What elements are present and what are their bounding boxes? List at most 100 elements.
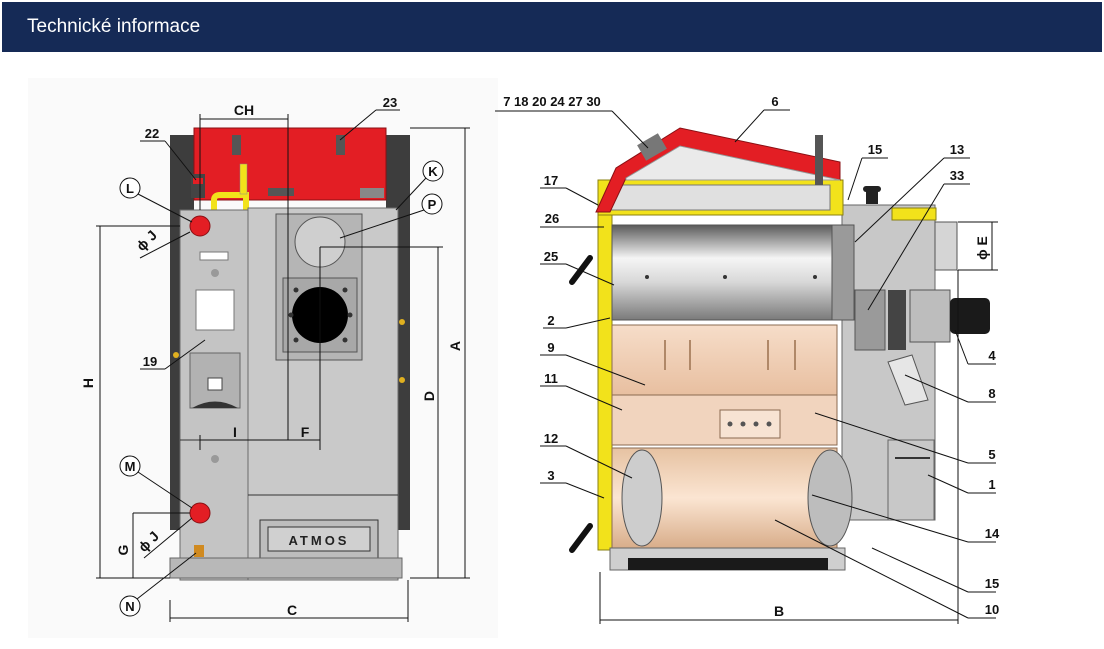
front-connection-bottom	[189, 502, 211, 524]
svg-text:14: 14	[985, 526, 1000, 541]
svg-text:2: 2	[547, 313, 554, 328]
top-knob	[268, 188, 294, 196]
dim-c: C	[287, 602, 297, 618]
svg-text:4: 4	[988, 348, 996, 363]
callout-22: 22	[140, 126, 197, 181]
screw-lower	[211, 455, 219, 463]
callout-25: 25	[540, 249, 615, 286]
callout-top-group: 7 18 20 24 27 30	[495, 94, 649, 149]
dim-a: A	[447, 341, 463, 351]
chamber-rear-lip	[831, 224, 855, 321]
svg-text:15: 15	[868, 142, 882, 157]
callout-14: 14	[811, 494, 1000, 543]
svg-text:P: P	[428, 197, 437, 212]
dim-g: G	[115, 544, 131, 555]
svg-text:5: 5	[988, 447, 995, 462]
side-view: B ϕ E 7 18 20 24 27 30 6 15 13 17 33	[495, 94, 1000, 624]
callout-6: 6	[734, 94, 790, 143]
svg-text:22: 22	[145, 126, 159, 141]
dim-b: B	[774, 603, 784, 619]
side-valve	[637, 133, 667, 161]
page-title: Technické informace	[27, 16, 201, 37]
dim-d: D	[421, 391, 437, 401]
svg-text:33: 33	[950, 168, 964, 183]
svg-text:M: M	[125, 459, 136, 474]
dim-phi-e: ϕ E	[974, 236, 990, 260]
side-yellow-frame	[597, 214, 613, 551]
callout-17: 17	[540, 173, 599, 206]
atmos-plate-text: ATMOS	[289, 533, 350, 548]
ash-chamber-front	[621, 449, 663, 547]
svg-text:23: 23	[383, 95, 397, 110]
front-dimension-lines	[96, 114, 470, 622]
yellow-handle	[239, 163, 248, 195]
screw	[211, 269, 219, 277]
side-dimension-lines	[599, 221, 998, 624]
svg-text:11: 11	[544, 371, 558, 386]
callout-8: 8	[904, 374, 996, 403]
sticker	[199, 251, 229, 261]
page-header: Technické informace	[2, 2, 1102, 52]
svg-text:13: 13	[950, 142, 964, 157]
fan-switch	[207, 377, 223, 391]
callout-15-bottom: 15	[871, 547, 999, 593]
callout-19: 19	[140, 339, 206, 370]
front-view: ATMOS CH H A D C I F G ϕ J ϕ J	[28, 78, 498, 638]
dim-i: I	[233, 424, 237, 440]
dim-h: H	[80, 378, 96, 388]
side-flue-outlet	[934, 221, 958, 271]
callout-m: M	[119, 455, 193, 509]
callout-p: P	[339, 193, 443, 239]
svg-text:7 18 20 24 27 30: 7 18 20 24 27 30	[503, 94, 601, 109]
svg-text:L: L	[126, 181, 134, 196]
callout-15-top: 15	[847, 142, 888, 201]
side-fan-motor	[909, 289, 951, 343]
callout-26: 26	[540, 211, 604, 228]
svg-text:N: N	[125, 599, 134, 614]
callout-4: 4	[954, 329, 996, 365]
upper-door-handle	[569, 255, 593, 285]
front-connection-top	[189, 215, 211, 237]
svg-text:3: 3	[547, 468, 554, 483]
svg-text:K: K	[428, 164, 438, 179]
flue-stub-2	[336, 135, 345, 155]
callout-n: N	[119, 552, 197, 617]
svg-text:26: 26	[545, 211, 559, 226]
dim-ch: CH	[234, 102, 254, 118]
callout-10: 10	[774, 519, 999, 619]
callout-1: 1	[927, 474, 996, 494]
fan-unit	[854, 289, 886, 351]
svg-text:1: 1	[988, 477, 995, 492]
svg-text:17: 17	[544, 173, 558, 188]
side-combustion-zone	[611, 324, 838, 396]
svg-text:8: 8	[988, 386, 995, 401]
svg-text:10: 10	[985, 602, 999, 617]
rear-lower-box	[887, 439, 935, 521]
front-yellow-pipe	[211, 192, 249, 212]
dim-f: F	[301, 424, 310, 440]
fan-motor-base	[888, 290, 906, 350]
callout-2: 2	[543, 313, 611, 329]
svg-text:25: 25	[544, 249, 558, 264]
ash-chamber-rear	[807, 449, 853, 547]
drain-valve	[194, 545, 204, 557]
callout-12: 12	[540, 431, 633, 479]
svg-text:6: 6	[771, 94, 778, 109]
svg-text:9: 9	[547, 340, 554, 355]
callout-k: K	[395, 160, 444, 211]
lower-door-handle	[569, 523, 593, 553]
flap	[887, 354, 929, 406]
callout-3: 3	[540, 468, 605, 499]
top-knob-right	[360, 188, 384, 198]
valve-22	[191, 174, 205, 198]
svg-text:19: 19	[143, 354, 157, 369]
callout-11: 11	[540, 371, 623, 411]
svg-text:15: 15	[985, 576, 999, 591]
top-inner-gap	[609, 184, 831, 211]
label-plate	[195, 289, 235, 331]
svg-text:12: 12	[544, 431, 558, 446]
callout-l: L	[119, 177, 193, 223]
callout-9: 9	[540, 340, 646, 386]
side-loading-chamber	[611, 224, 838, 321]
